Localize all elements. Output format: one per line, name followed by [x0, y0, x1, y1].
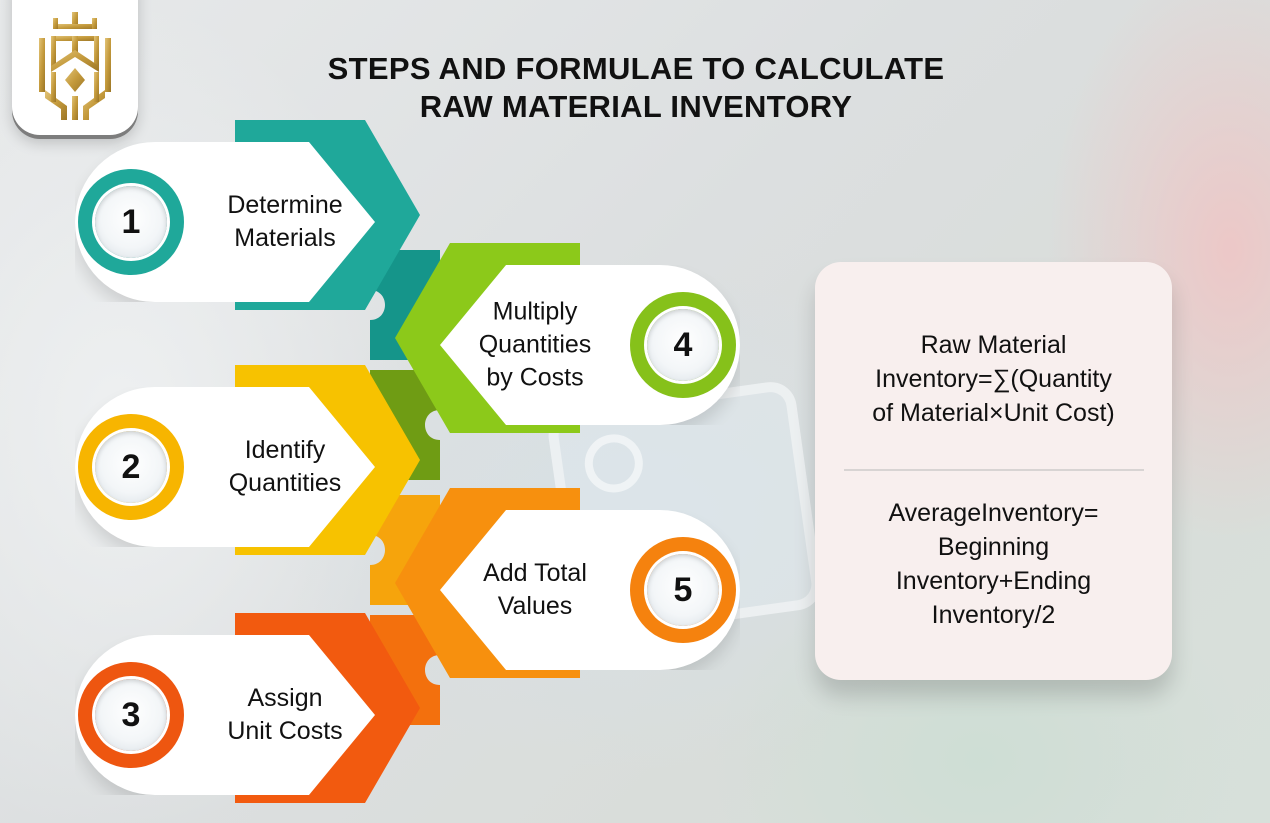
step-3-label: Assign Unit Costs	[227, 684, 343, 745]
raw-material-formula: Raw Material Inventory=∑(Quantity of Mat…	[872, 331, 1115, 427]
formula-divider	[844, 469, 1144, 471]
logo-card	[12, 0, 138, 135]
step-2-number: 2	[95, 431, 167, 503]
step-5-label: Add Total Values	[483, 559, 587, 620]
step-2: 2 Identify Quantities	[75, 365, 435, 555]
step-3: 3 Assign Unit Costs	[75, 613, 435, 803]
step-5: 5 Add Total Values	[380, 488, 740, 678]
title-line-1: STEPS AND FORMULAE TO CALCULATE	[327, 51, 945, 86]
step-2-label: Identify Quantities	[228, 436, 342, 497]
step-3-number: 3	[95, 679, 167, 751]
step-1-badge: 1	[78, 169, 184, 275]
step-3-badge: 3	[78, 662, 184, 768]
average-inventory-formula: AverageInventory= Beginning Inventory+En…	[888, 499, 1099, 629]
step-4-number: 4	[647, 309, 719, 381]
title-line-2: RAW MATERIAL INVENTORY	[419, 89, 853, 124]
step-4: 4 Multiply Quantities by Costs	[380, 243, 740, 433]
page-title: STEPS AND FORMULAE TO CALCULATE RAW MATE…	[236, 50, 1036, 126]
step-4-badge: 4	[630, 292, 736, 398]
step-5-badge: 5	[630, 537, 736, 643]
step-1: 1 Determine Materials	[75, 120, 435, 310]
step-4-label: Multiply Quantities by Costs	[478, 297, 592, 392]
crown-shield-logo-icon	[39, 12, 111, 120]
step-1-number: 1	[95, 186, 167, 258]
step-1-label: Determine Materials	[227, 191, 343, 252]
formula-card: Raw Material Inventory=∑(Quantity of Mat…	[815, 262, 1172, 680]
step-5-number: 5	[647, 554, 719, 626]
step-2-badge: 2	[78, 414, 184, 520]
